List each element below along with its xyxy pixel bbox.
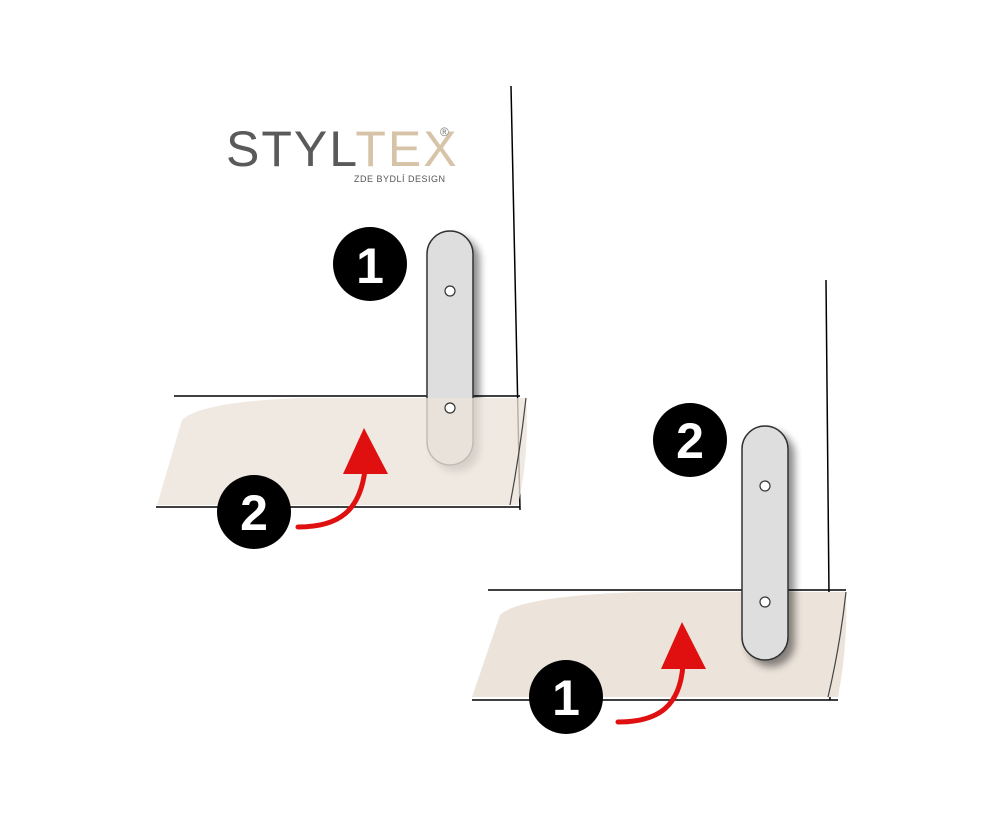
arrow-head (343, 428, 388, 474)
step-badge-arrow: 1 (529, 660, 603, 734)
bracket (741, 425, 789, 661)
fabric-fold-edge (827, 591, 847, 698)
screw-hole-lower (759, 596, 771, 608)
step-badge-arrow-label: 2 (240, 485, 268, 541)
fabric-fold-edge (509, 397, 527, 506)
panel-left: 1 2 (156, 85, 527, 549)
step-badge-bracket: 2 (653, 403, 727, 477)
logo-wordmark-part-b: TEX (355, 121, 459, 177)
styltex-logo: STYLTEX ® ZDE BYDLÍ DESIGN (226, 121, 459, 191)
logo-registered-mark: ® (440, 125, 449, 139)
step-badge-arrow-label: 1 (552, 670, 580, 726)
screw-hole-upper (444, 285, 456, 297)
fabric-panel (472, 592, 847, 697)
step-badge-bracket-label: 1 (356, 238, 384, 294)
fabric-panel (157, 398, 527, 505)
logo-wordmark-part-a: STYL (226, 121, 356, 177)
step-badge-bracket-label: 2 (676, 413, 704, 469)
arrow-head (661, 622, 706, 669)
step-badge-bracket: 1 (333, 227, 407, 301)
screw-hole-lower (444, 402, 456, 414)
arrow-up (615, 662, 686, 725)
panel-right: 2 1 (472, 279, 847, 734)
screw-hole-upper (759, 480, 771, 492)
logo-tagline: ZDE BYDLÍ DESIGN (354, 174, 446, 184)
step-badge-arrow: 2 (217, 475, 291, 549)
logo-wordmark: STYLTEX (226, 121, 459, 177)
arrow-up (295, 467, 368, 530)
